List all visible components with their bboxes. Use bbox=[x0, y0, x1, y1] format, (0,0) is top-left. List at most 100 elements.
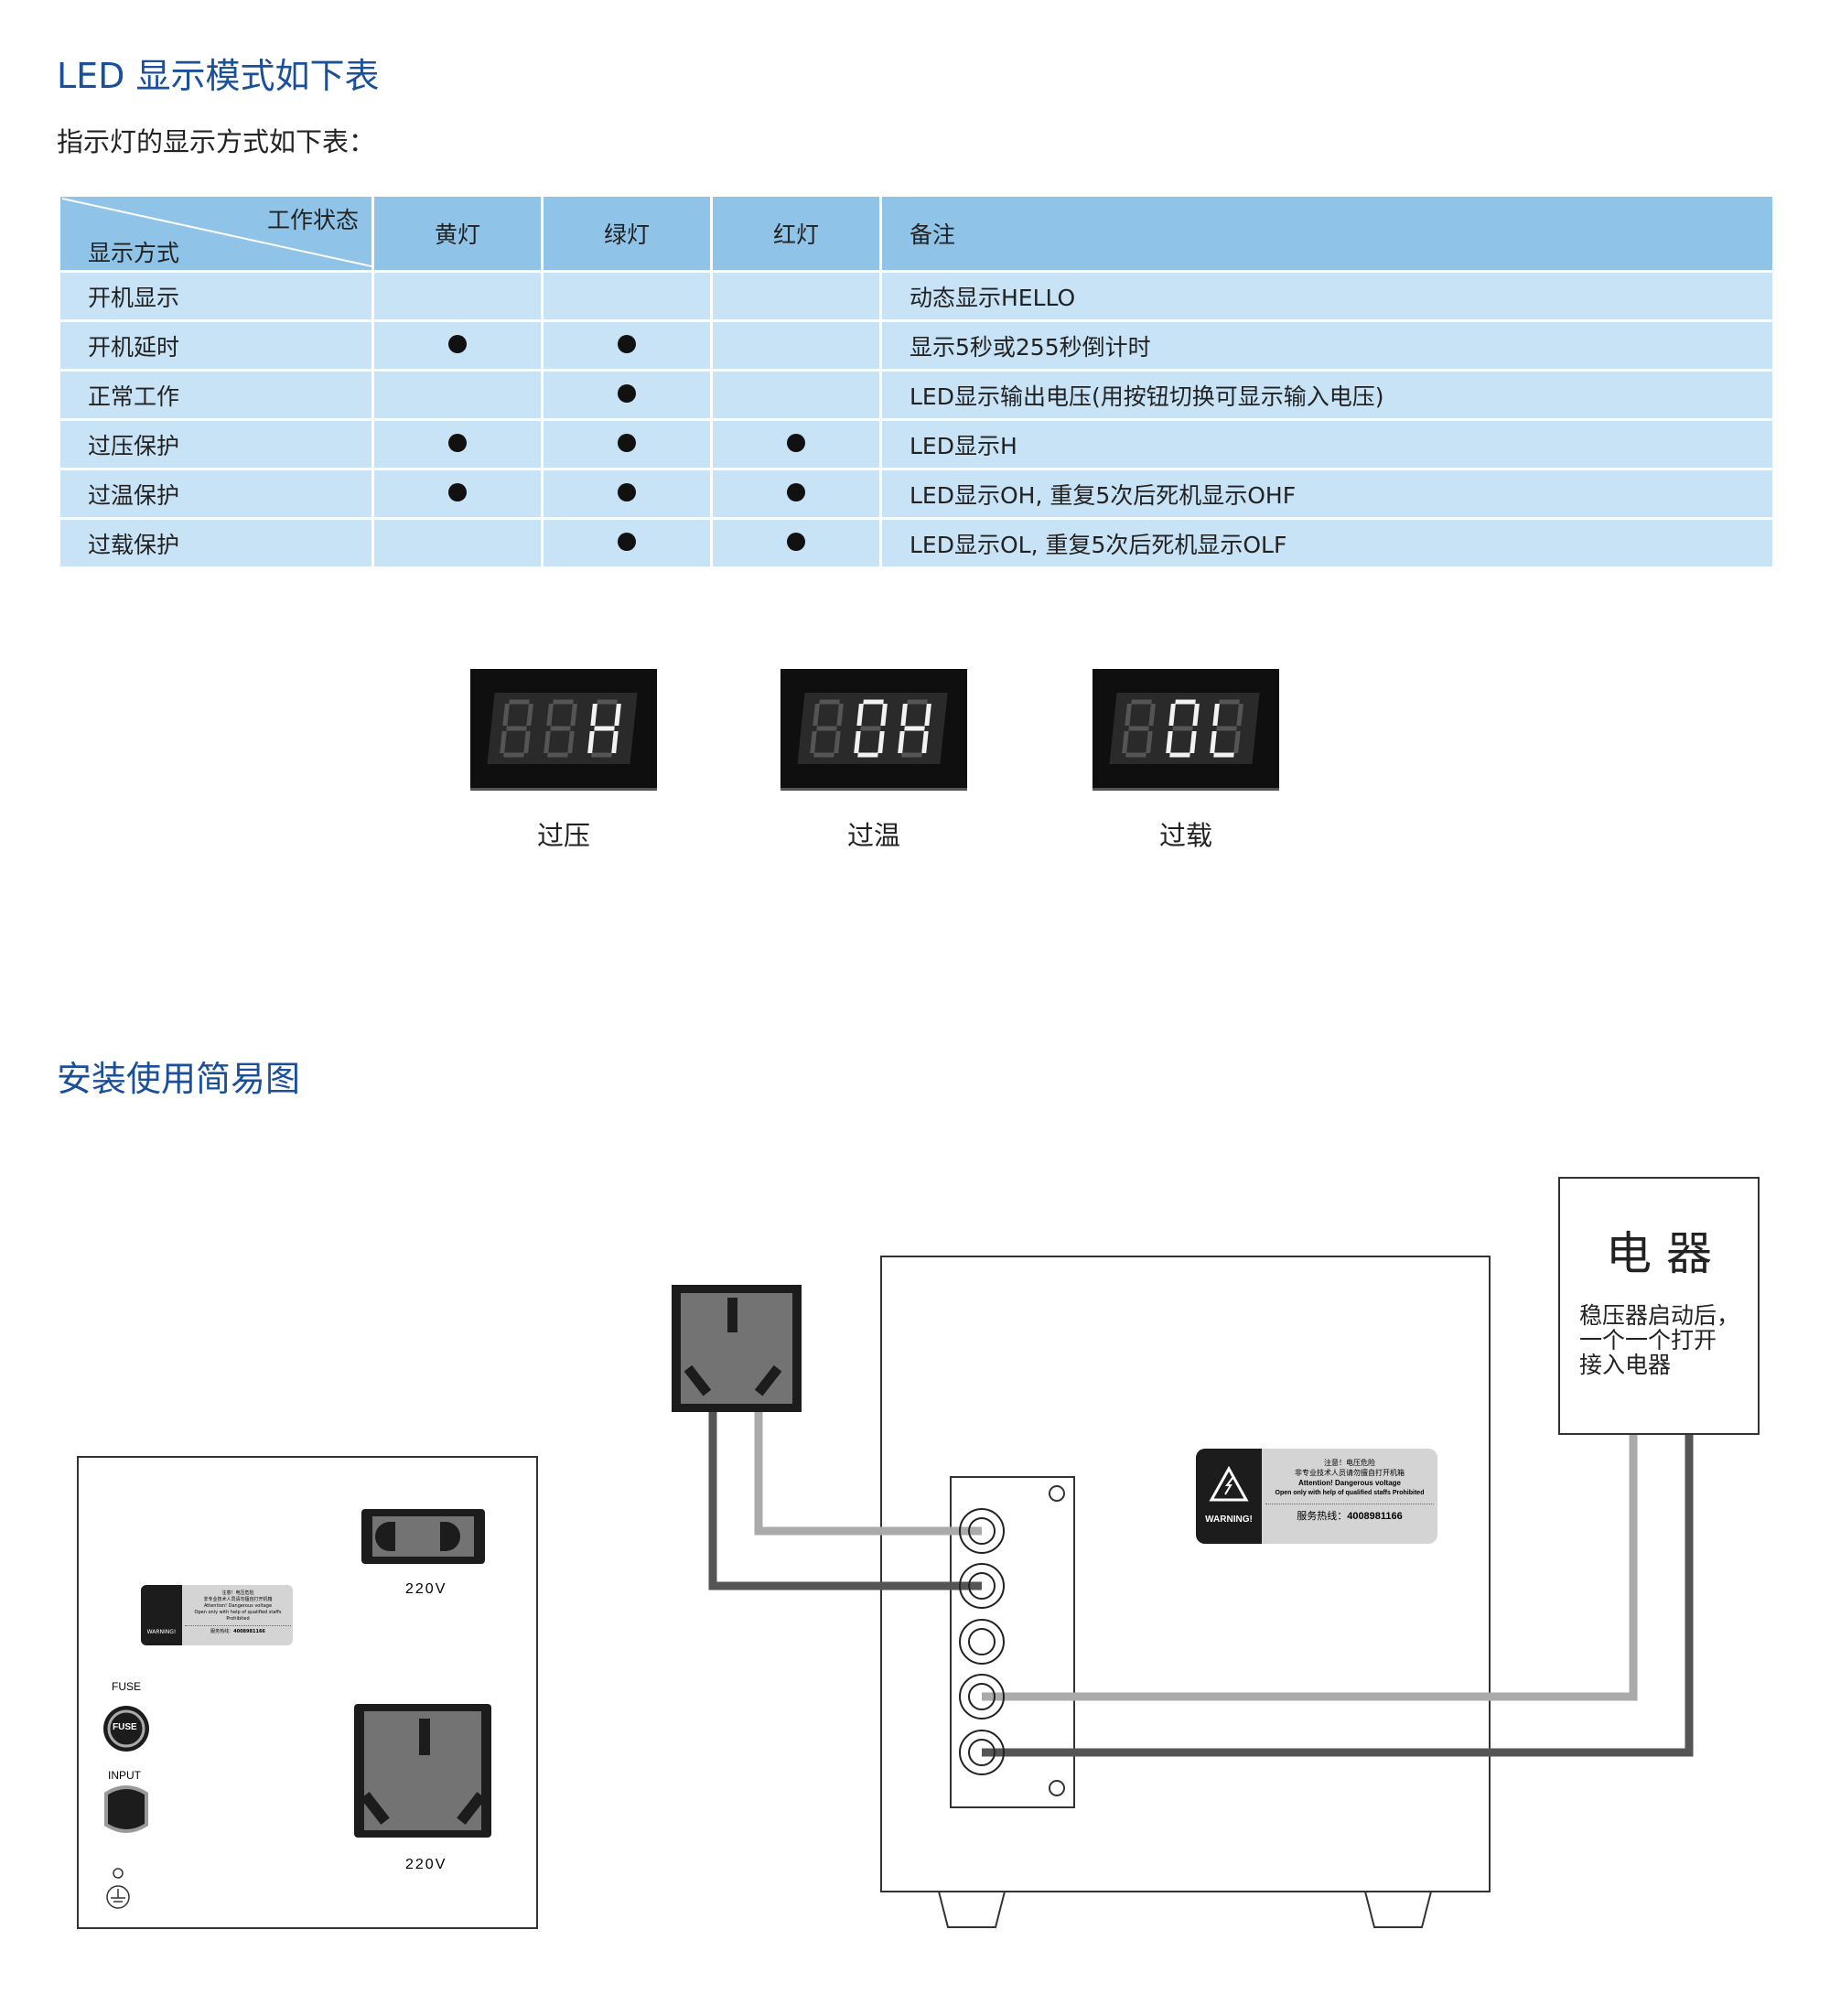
fuse-label: FUSE bbox=[112, 1680, 142, 1693]
appliance-box bbox=[1558, 1177, 1760, 1435]
note-cell: 动态显示HELLO bbox=[879, 270, 1775, 322]
appliance-note-line: 接入电器 bbox=[1579, 1352, 1672, 1378]
led-display-0 bbox=[470, 669, 657, 791]
socket-top-voltage: 220V bbox=[405, 1581, 447, 1597]
mode-cell: 开机显示 bbox=[58, 270, 374, 322]
warning-label-small: WARNING! 注意！电压危险 非专业技术人员请勿擅自打开机箱 Attenti… bbox=[141, 1585, 293, 1645]
warning-badge-text: WARNING! bbox=[1205, 1515, 1253, 1525]
led-example-label: 过载 bbox=[1158, 820, 1212, 851]
power-outlet bbox=[672, 1285, 802, 1412]
three-pin-socket bbox=[354, 1704, 491, 1838]
mode-cell: 正常工作 bbox=[58, 369, 374, 421]
diagonal-line bbox=[61, 198, 372, 267]
corner-bottom-label: 显示方式 bbox=[88, 240, 180, 266]
led-display-1 bbox=[780, 669, 967, 791]
warning-line2: 非专业技术人员请勿擅自打开机箱 bbox=[203, 1597, 273, 1602]
fuse-knob-icon bbox=[103, 1706, 149, 1752]
warning-line3: Attention! Dangerous voltage bbox=[1297, 1479, 1401, 1487]
led-display-2 bbox=[1093, 669, 1279, 791]
hotline-label: 服务热线： bbox=[210, 1629, 234, 1634]
note-cell: LED显示OH, 重复5次后死机显示OHF bbox=[879, 468, 1775, 520]
indicator-dot-icon bbox=[787, 483, 805, 501]
warning-line1: 注意！电压危险 bbox=[221, 1590, 254, 1596]
section-title-install: 安装使用简易图 bbox=[57, 1059, 301, 1099]
red-light-cell bbox=[710, 418, 882, 470]
appliance-note: 稳压器启动后， 一个一个打开 接入电器 bbox=[1579, 1303, 1739, 1377]
led-example-label: 过压 bbox=[536, 820, 590, 851]
indicator-dot-icon bbox=[787, 533, 805, 551]
appliance-note-line: 稳压器启动后， bbox=[1579, 1302, 1740, 1329]
ground-icon bbox=[106, 1868, 130, 1909]
warning-line3: Attention! Dangerous voltage bbox=[203, 1603, 273, 1609]
input-label: INPUT bbox=[108, 1769, 141, 1782]
indicator-dot-icon bbox=[618, 483, 636, 501]
socket-bottom-voltage: 220V bbox=[405, 1857, 447, 1872]
appliance-title: 电 器 bbox=[1606, 1227, 1712, 1280]
green-light-cell bbox=[541, 319, 713, 372]
indicator-dot-icon bbox=[448, 434, 467, 452]
section-subtitle: 指示灯的显示方式如下表： bbox=[57, 126, 376, 157]
table-row: 开机显示 动态显示HELLO bbox=[58, 270, 1775, 322]
mode-cell: 过温保护 bbox=[58, 468, 374, 520]
foot-right bbox=[1364, 1891, 1432, 1928]
note-cell: 显示5秒或255秒倒计时 bbox=[879, 319, 1775, 372]
green-light-cell bbox=[541, 369, 713, 421]
red-light-cell bbox=[710, 468, 882, 520]
table-row: 过载保护 LED显示OL, 重复5次后死机显示OLF bbox=[58, 517, 1775, 569]
two-pin-socket bbox=[361, 1509, 485, 1564]
mode-cell: 过载保护 bbox=[58, 517, 374, 569]
header-green: 绿灯 bbox=[541, 197, 713, 273]
hotline-label: 服务热线： bbox=[1297, 1511, 1348, 1522]
input-wire-light bbox=[754, 1412, 982, 1536]
warning-triangle-icon bbox=[1209, 1465, 1249, 1502]
indicator-dot-icon bbox=[448, 483, 467, 501]
note-cell: LED显示H bbox=[879, 418, 1775, 470]
section-title-led: LED 显示模式如下表 bbox=[57, 56, 380, 96]
indicator-dot-icon bbox=[618, 533, 636, 551]
corner-top-label: 工作状态 bbox=[266, 207, 359, 233]
appliance-note-line: 一个一个打开 bbox=[1579, 1327, 1717, 1353]
indicator-dot-icon bbox=[448, 335, 467, 353]
warning-line2: 非专业技术人员请勿擅自打开机箱 bbox=[1295, 1469, 1405, 1477]
red-light-cell bbox=[710, 369, 882, 421]
indicator-dot-icon bbox=[618, 335, 636, 353]
output-wire-dark bbox=[982, 1434, 1694, 1757]
table-row: 过温保护 LED显示OH, 重复5次后死机显示OHF bbox=[58, 468, 1775, 520]
table-header: 工作状态 显示方式 黄灯 绿灯 红灯 备注 bbox=[58, 197, 1775, 273]
mode-cell: 开机延时 bbox=[58, 319, 374, 372]
terminals bbox=[959, 1508, 1005, 1775]
header-note: 备注 bbox=[879, 197, 1775, 273]
red-light-cell bbox=[710, 319, 882, 372]
stabilizer-body bbox=[880, 1256, 1491, 1892]
red-light-cell bbox=[710, 270, 882, 322]
rear-panel: 220V 220V FUSE FUSE INPUT WARNING! 注意！电压… bbox=[77, 1456, 538, 1929]
table-row: 正常工作 LED显示输出电压(用按钮切换可显示输入电压) bbox=[58, 369, 1775, 421]
note-cell: LED显示输出电压(用按钮切换可显示输入电压) bbox=[879, 369, 1775, 421]
indicator-dot-icon bbox=[618, 384, 636, 403]
green-light-cell bbox=[541, 517, 713, 569]
warning-line4: Open only with help of qualified staffs … bbox=[194, 1610, 282, 1622]
led-example-label: 过温 bbox=[846, 820, 900, 851]
yellow-light-cell bbox=[371, 319, 544, 372]
warning-label: WARNING! 注意！电压危险 非专业技术人员请勿擅自打开机箱 Attenti… bbox=[1196, 1449, 1437, 1544]
table-row: 开机延时 显示5秒或255秒倒计时 bbox=[58, 319, 1775, 372]
indicator-dot-icon bbox=[618, 434, 636, 452]
warning-line1: 注意！电压危险 bbox=[1324, 1459, 1375, 1467]
indicator-dot-icon bbox=[787, 434, 805, 452]
led-mode-table: 工作状态 显示方式 黄灯 绿灯 红灯 备注 开机显示 动态显示HELLO 开机延时 显… bbox=[58, 197, 1775, 569]
hotline-number: 4008981166 bbox=[233, 1629, 265, 1634]
input-wire-dark bbox=[708, 1412, 982, 1590]
header-red: 红灯 bbox=[710, 197, 882, 273]
corner-header: 工作状态 显示方式 bbox=[58, 197, 374, 273]
header-yellow: 黄灯 bbox=[371, 197, 544, 273]
yellow-light-cell bbox=[371, 468, 544, 520]
fuse-button-label: FUSE bbox=[113, 1722, 137, 1732]
red-light-cell bbox=[710, 517, 882, 569]
note-cell: LED显示OL, 重复5次后死机显示OLF bbox=[879, 517, 1775, 569]
green-light-cell bbox=[541, 418, 713, 470]
green-light-cell bbox=[541, 468, 713, 520]
yellow-light-cell bbox=[371, 418, 544, 470]
foot-left bbox=[938, 1891, 1006, 1928]
